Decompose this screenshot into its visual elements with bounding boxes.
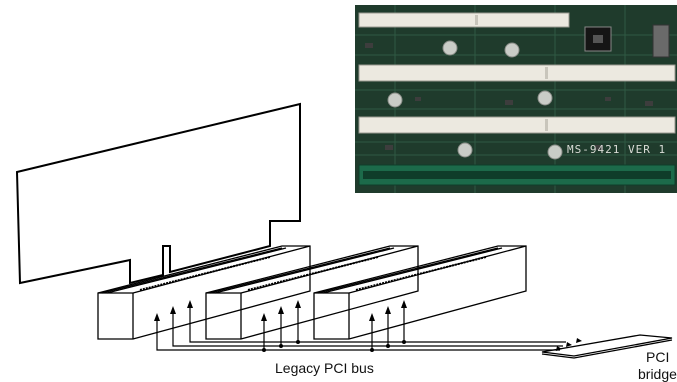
bridge-arrowheads <box>556 338 582 351</box>
bus-wires <box>157 307 566 350</box>
expansion-card <box>17 104 300 283</box>
legacy-pci-bus-label: Legacy PCI bus <box>275 360 374 376</box>
pci-bridge-label-line1: PCI <box>646 349 669 365</box>
